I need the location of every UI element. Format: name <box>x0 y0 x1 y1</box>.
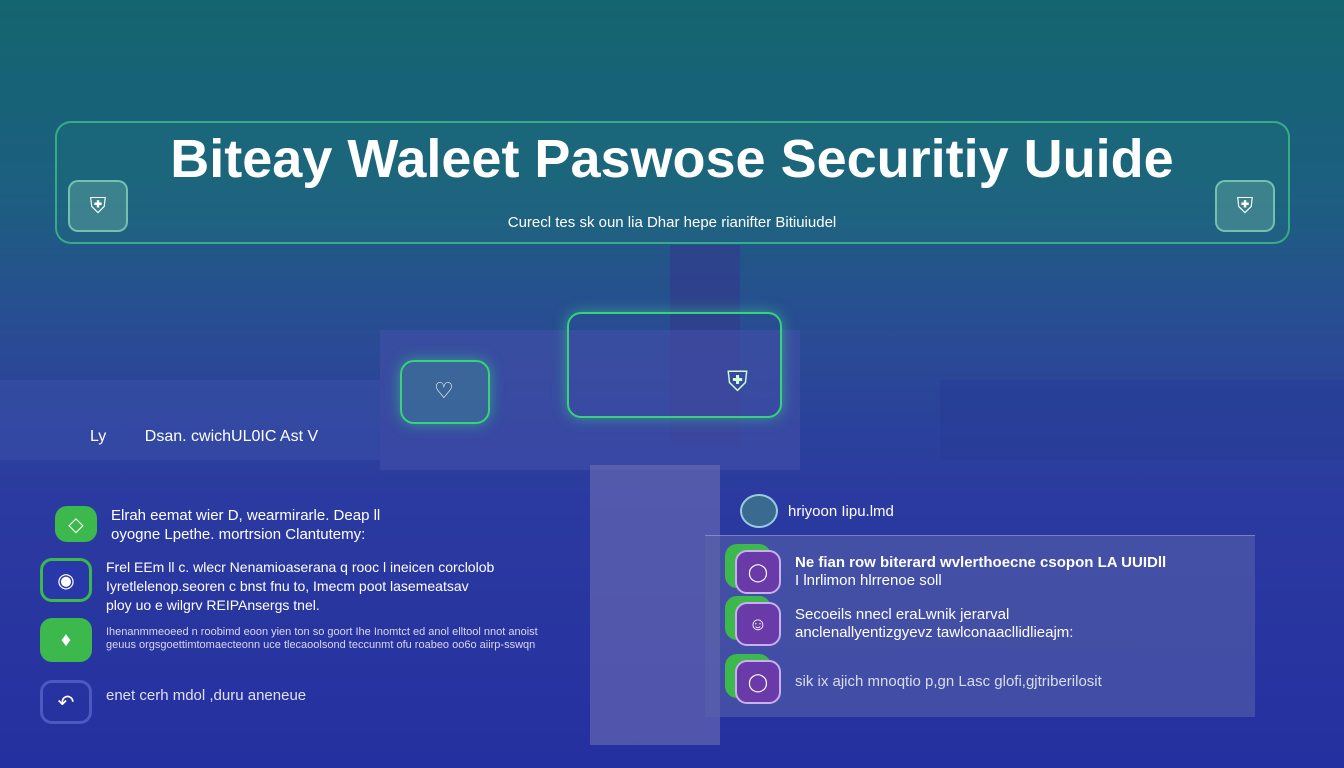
heart-frame: ♡ <box>400 360 490 424</box>
wallet-icon: ◉ <box>40 558 92 602</box>
list-item: ♦ Ihenanmmeoeed n roobimd eoon yien ton … <box>40 618 538 662</box>
city-building <box>940 380 1344 460</box>
page-subtitle: Curecl tes sk oun lia Dhar hepe rianifte… <box>507 214 837 231</box>
list-item: ↶ enet cerh mdol ,duru aneneue <box>40 680 306 724</box>
list-item: ◉ Frel EEm ll c. wlecr Nenamioaserana q … <box>40 558 494 615</box>
castle-tower <box>590 465 720 745</box>
panel-item: ◯Ne fian row biterard wvlerthoecne csopo… <box>735 550 1166 594</box>
globe-icon <box>740 494 778 528</box>
shield-icon: ⛨ <box>727 366 749 397</box>
tips-panel: ◯Ne fian row biterard wvlerthoecne csopo… <box>705 535 1255 717</box>
page-title: Biteay Waleet Paswose Securitiy Uuide <box>170 129 1174 189</box>
user-icon: ☺ <box>735 602 781 646</box>
lock-shield-icon: ⛨ <box>1236 193 1254 218</box>
left-heading-text: Dsan. cwichUL0IC Ast V <box>144 428 319 445</box>
shield-frame: ⛨ <box>567 312 782 418</box>
city-building <box>0 380 380 460</box>
gem-icon: ◇ <box>55 506 97 542</box>
gem-icon: ◯ <box>735 550 781 594</box>
shield-icon: ⛨ <box>89 193 107 218</box>
left-heading: Ly Dsan. cwichUL0IC Ast V <box>90 428 318 446</box>
panel-item: ◯sik ix ajich mnoqtio p,gn Lasc glofi,gj… <box>735 660 1102 704</box>
key-icon: ♦ <box>40 618 92 662</box>
shield-badge-left: ⛨ <box>68 180 128 232</box>
shield-badge-right: ⛨ <box>1215 180 1275 232</box>
right-heading: hriyoon Iipu.lmd <box>740 494 894 528</box>
heart-icon: ♡ <box>434 378 454 403</box>
title-banner <box>55 121 1290 244</box>
shell-icon: ◯ <box>735 660 781 704</box>
shield-icon: ↶ <box>40 680 92 724</box>
list-item: ◇ Elrah eemat wier D, wearmirarle. Deap … <box>55 506 380 544</box>
left-heading-prefix: Ly <box>90 428 107 445</box>
